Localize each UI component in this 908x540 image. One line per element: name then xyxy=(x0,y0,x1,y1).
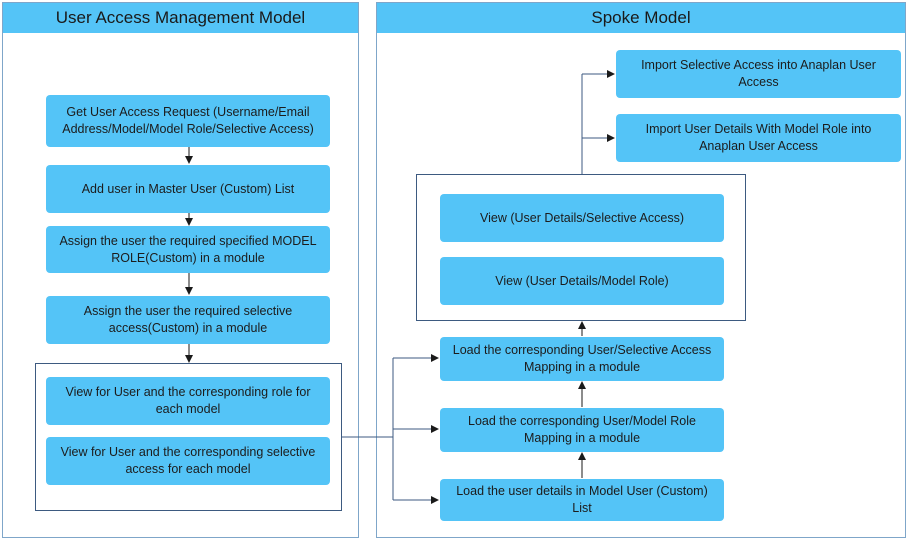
assign-model-role-step: Assign the user the required specified M… xyxy=(46,226,330,273)
view-user-selective-access-box: View (User Details/Selective Access) xyxy=(440,194,724,242)
import-user-details-model-role-box: Import User Details With Model Role into… xyxy=(616,114,901,162)
panel-title: Spoke Model xyxy=(377,3,905,33)
left-views-group xyxy=(35,363,342,511)
get-access-request-step: Get User Access Request (Username/Email … xyxy=(46,95,330,147)
view-user-role-box: View for User and the corresponding role… xyxy=(46,377,330,425)
load-selective-access-mapping-box: Load the corresponding User/Selective Ac… xyxy=(440,337,724,381)
add-user-master-list-step: Add user in Master User (Custom) List xyxy=(46,165,330,213)
right-views-group xyxy=(416,174,746,321)
assign-selective-access-step: Assign the user the required selective a… xyxy=(46,296,330,344)
load-model-role-mapping-box: Load the corresponding User/Model Role M… xyxy=(440,408,724,452)
panel-title: User Access Management Model xyxy=(3,3,358,33)
import-selective-access-box: Import Selective Access into Anaplan Use… xyxy=(616,50,901,98)
load-user-details-box: Load the user details in Model User (Cus… xyxy=(440,479,724,521)
view-user-model-role-box: View (User Details/Model Role) xyxy=(440,257,724,305)
view-user-selective-access-box: View for User and the corresponding sele… xyxy=(46,437,330,485)
